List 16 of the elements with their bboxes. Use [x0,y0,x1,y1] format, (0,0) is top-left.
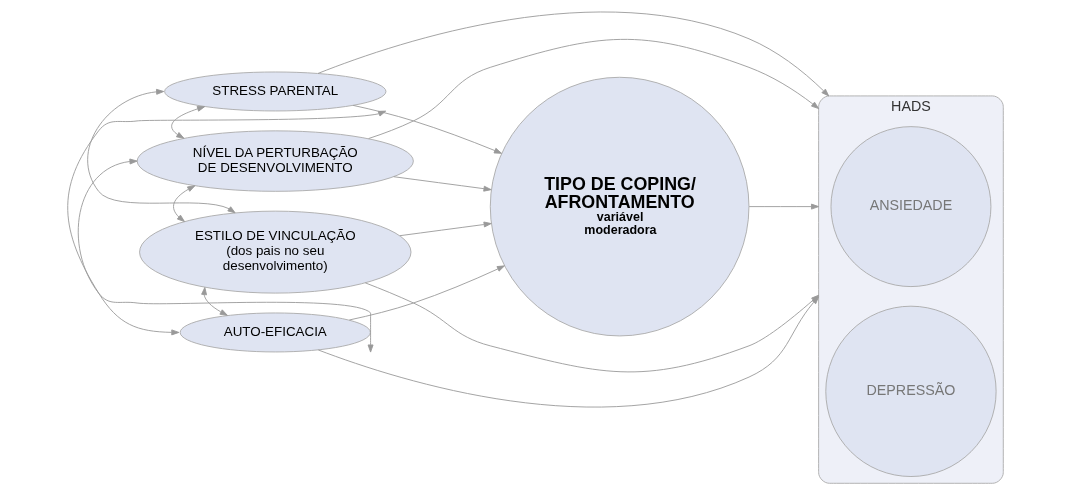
node-circle: DEPRESSÃO [825,305,997,477]
arrow [399,221,492,237]
arrow [393,176,492,192]
arrow [201,287,228,316]
node-ellipse: AUTO-EFICACIA [179,312,371,353]
arrow [77,158,374,353]
arrow [352,104,502,154]
arrow [348,265,505,321]
arrow [368,38,820,139]
node-circle: ANSIEDADE [830,126,992,288]
arrow [317,11,830,97]
arrow [173,185,196,222]
arrow [87,88,236,214]
node-circle: TIPO DE COPING/ AFRONTAMENTO variável moderadora [489,76,750,337]
arrow [171,105,206,139]
arrow [748,203,820,210]
